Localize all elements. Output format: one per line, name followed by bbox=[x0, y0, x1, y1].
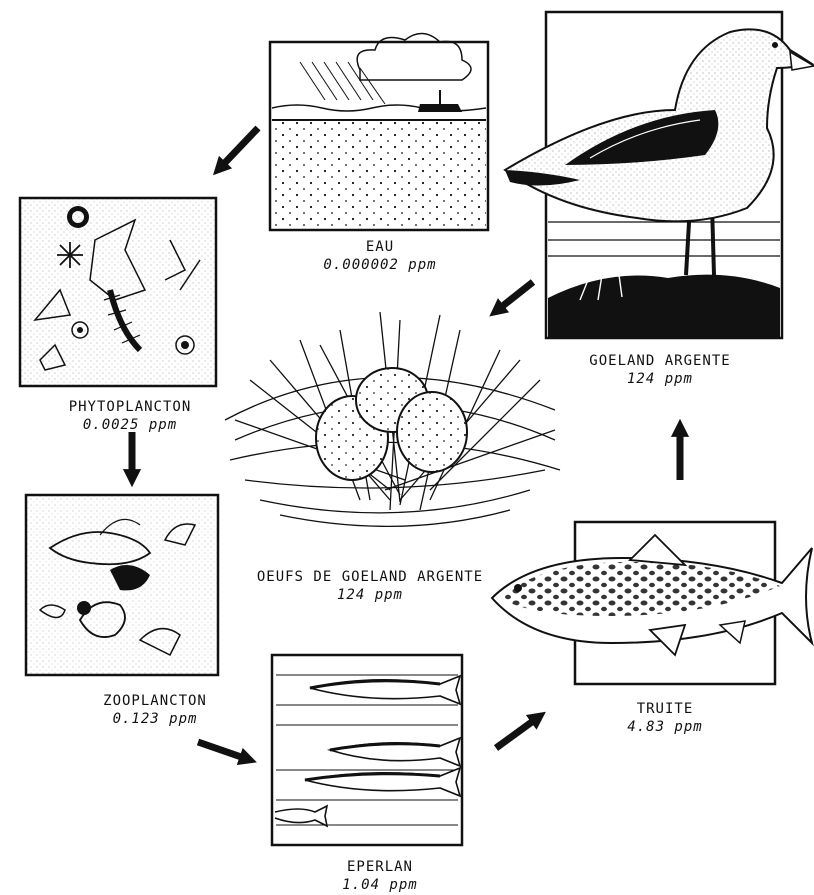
label-eau: EAU 0.000002 ppm bbox=[290, 238, 470, 274]
node-name: OEUFS DE GOELAND ARGENTE bbox=[230, 568, 510, 586]
zooplankton-icon bbox=[26, 495, 218, 675]
gull-nest-eggs-icon bbox=[225, 312, 560, 526]
arrow-eperlan-to-truite bbox=[496, 716, 540, 748]
node-name: EPERLAN bbox=[300, 858, 460, 876]
node-value: 0.123 ppm bbox=[70, 710, 240, 728]
herring-gull-icon bbox=[505, 12, 814, 338]
arrow-zoo-to-eperlan bbox=[198, 742, 250, 760]
node-name: ZOOPLANCTON bbox=[70, 692, 240, 710]
node-value: 4.83 ppm bbox=[590, 718, 740, 736]
label-phytoplancton: PHYTOPLANCTON 0.0025 ppm bbox=[40, 398, 220, 434]
arrow-eau-to-phyto bbox=[218, 128, 258, 170]
trout-icon bbox=[492, 522, 812, 684]
water-scene-icon bbox=[270, 33, 488, 230]
node-value: 124 ppm bbox=[230, 586, 510, 604]
node-name: PHYTOPLANCTON bbox=[40, 398, 220, 416]
node-name: TRUITE bbox=[590, 700, 740, 718]
node-value: 0.0025 ppm bbox=[40, 416, 220, 434]
label-oeufs: OEUFS DE GOELAND ARGENTE 124 ppm bbox=[230, 568, 510, 604]
label-eperlan: EPERLAN 1.04 ppm bbox=[300, 858, 460, 894]
node-value: 124 ppm bbox=[560, 370, 760, 388]
node-name: GOELAND ARGENTE bbox=[560, 352, 760, 370]
smelt-fish-icon bbox=[272, 655, 462, 845]
node-value: 1.04 ppm bbox=[300, 876, 460, 894]
arrow-goeland-to-oeufs bbox=[495, 282, 533, 312]
label-zooplancton: ZOOPLANCTON 0.123 ppm bbox=[70, 692, 240, 728]
label-goeland: GOELAND ARGENTE 124 ppm bbox=[560, 352, 760, 388]
label-truite: TRUITE 4.83 ppm bbox=[590, 700, 740, 736]
node-value: 0.000002 ppm bbox=[290, 256, 470, 274]
phytoplankton-icon bbox=[20, 198, 216, 386]
node-name: EAU bbox=[290, 238, 470, 256]
